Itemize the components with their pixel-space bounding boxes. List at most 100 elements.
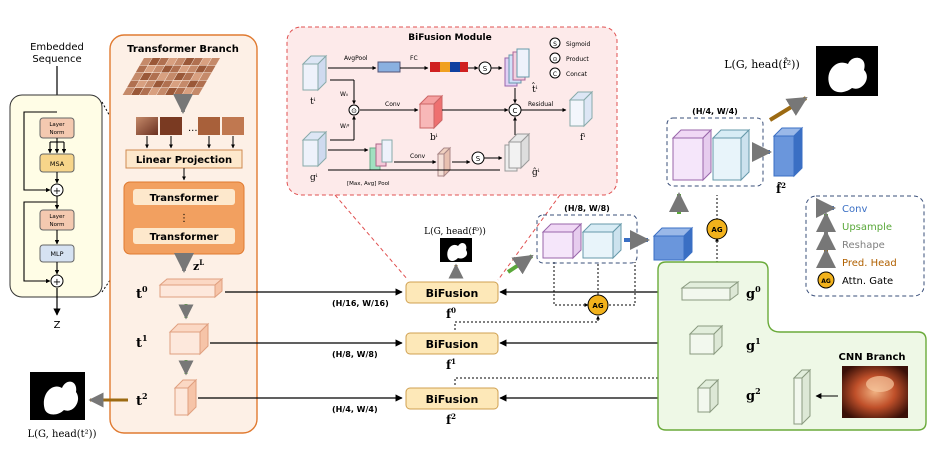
svg-text:Concat: Concat	[566, 71, 588, 78]
image-patch-grid	[122, 58, 220, 95]
module-g-cube	[301, 130, 328, 168]
svg-text:Sigmoid: Sigmoid	[566, 41, 590, 48]
legend-conv: Conv	[816, 198, 867, 218]
image-patch	[203, 65, 216, 73]
w-t-label: Wᵢᵢ	[340, 91, 348, 98]
loss-t2: L(G, head(t²))	[28, 429, 97, 440]
image-patch	[152, 80, 165, 88]
f-hat-2-head-arrow	[768, 96, 808, 122]
image-patch	[199, 73, 212, 80]
module-f-cube	[568, 90, 594, 128]
conv-top-label: Conv	[385, 101, 401, 108]
module-t-hat-label: t̂ⁱ	[532, 82, 538, 95]
attention-gate-1	[587, 294, 609, 316]
decoder-top-cube-2	[711, 128, 751, 182]
svg-text:AG: AG	[821, 278, 831, 285]
module-t-label: tⁱ	[310, 97, 316, 107]
image-patch	[182, 58, 195, 65]
image-patch	[169, 65, 182, 73]
image-patch	[131, 73, 144, 80]
decoder-top-dims: (H/4, W/4)	[692, 107, 738, 116]
g0-label: g0	[746, 284, 761, 302]
image-patch	[186, 80, 199, 88]
w-g-label: Wᵢᵍ	[340, 123, 350, 130]
transformer-layer-1	[133, 189, 235, 205]
g1-label: g1	[746, 336, 761, 354]
image-patch	[173, 58, 186, 65]
legend-pred-head: Pred. Head	[816, 248, 897, 269]
svg-text:Upsample: Upsample	[842, 222, 892, 233]
image-patch	[190, 58, 203, 65]
transformer-branch-title: Transformer Branch	[127, 44, 239, 55]
svg-text:Conv: Conv	[842, 204, 867, 215]
decoder-mid-cube-2	[581, 222, 623, 260]
image-patch	[182, 73, 195, 80]
t2-prediction-mask	[30, 372, 85, 420]
patch-ellipsis: ...	[188, 123, 198, 134]
image-patch	[165, 58, 178, 65]
image-patch	[177, 80, 191, 88]
image-patch	[144, 65, 157, 73]
module-legend: S Sigmoid ⊙ Product C Concat	[549, 37, 590, 79]
encoder-output-z: Z	[54, 320, 61, 331]
module-f-label: fⁱ	[580, 133, 585, 143]
image-patch	[139, 88, 152, 95]
decoder-mid-cube-1	[541, 222, 583, 260]
image-patch	[135, 65, 148, 73]
f-hat-2-cube	[772, 126, 804, 178]
ag-1-text: AG	[592, 302, 603, 310]
t2-feature-box	[173, 378, 198, 417]
module-zoom-right	[497, 194, 561, 281]
image-patch	[190, 73, 203, 80]
bifusion-dims: (H/4, W/4)	[332, 405, 378, 414]
image-patch	[199, 58, 212, 65]
fc-vector	[430, 62, 468, 72]
svg-text:Attn. Gate: Attn. Gate	[842, 276, 893, 287]
patch-thumb-3	[198, 117, 220, 135]
image-patch	[148, 58, 161, 65]
image-patch	[160, 80, 174, 88]
module-g-hat-label: ĝⁱ	[532, 167, 540, 178]
transformer-layer-2	[133, 228, 235, 244]
image-patch	[126, 80, 140, 88]
avgpool-label: AvgPool	[344, 55, 368, 62]
image-patch	[190, 88, 203, 95]
image-patch	[186, 65, 199, 73]
svg-text:Reshape: Reshape	[842, 240, 885, 251]
svg-text:Pred. Head: Pred. Head	[842, 258, 897, 269]
embedded-sequence-label: Embedded	[30, 42, 84, 53]
t2-label: t2	[136, 391, 148, 409]
f-hat-2-prediction-mask	[816, 46, 878, 96]
module-t-cube	[301, 54, 328, 92]
t1-label: t1	[136, 333, 148, 351]
layer-norm-1-text: Layer	[49, 122, 65, 128]
product-symbol: ⊙	[351, 107, 357, 115]
legend-attn-gate: AG Attn. Gate	[817, 271, 893, 289]
decoder-mid-dims: (H/8, W/8)	[564, 204, 610, 213]
add-symbol-2: +	[53, 277, 61, 288]
module-g-label: gⁱ	[310, 173, 318, 183]
image-patch	[173, 88, 186, 95]
product-node	[348, 104, 360, 116]
concat-symbol: C	[513, 107, 518, 115]
add-node-2	[50, 274, 64, 288]
bifusion-box	[405, 387, 499, 410]
legend-upsample: Upsample	[816, 212, 892, 233]
image-patch	[165, 73, 178, 80]
upsample-arrow-1	[506, 254, 534, 275]
image-patch	[169, 80, 182, 88]
t0-feature-box	[158, 277, 224, 299]
image-patch	[122, 88, 135, 95]
cnn-branch-title: CNN Branch	[838, 352, 905, 363]
image-patch	[156, 73, 169, 80]
attention-gate-2	[706, 218, 728, 240]
g0-feature-box	[680, 281, 740, 301]
linear-projection-text: Linear Projection	[136, 155, 232, 166]
module-t-hat-stack	[504, 48, 530, 87]
layer-norm-2-text: Layer	[49, 214, 65, 220]
residual-label: Residual	[528, 101, 554, 108]
sigmoid-symbol-bottom: S	[476, 155, 481, 163]
